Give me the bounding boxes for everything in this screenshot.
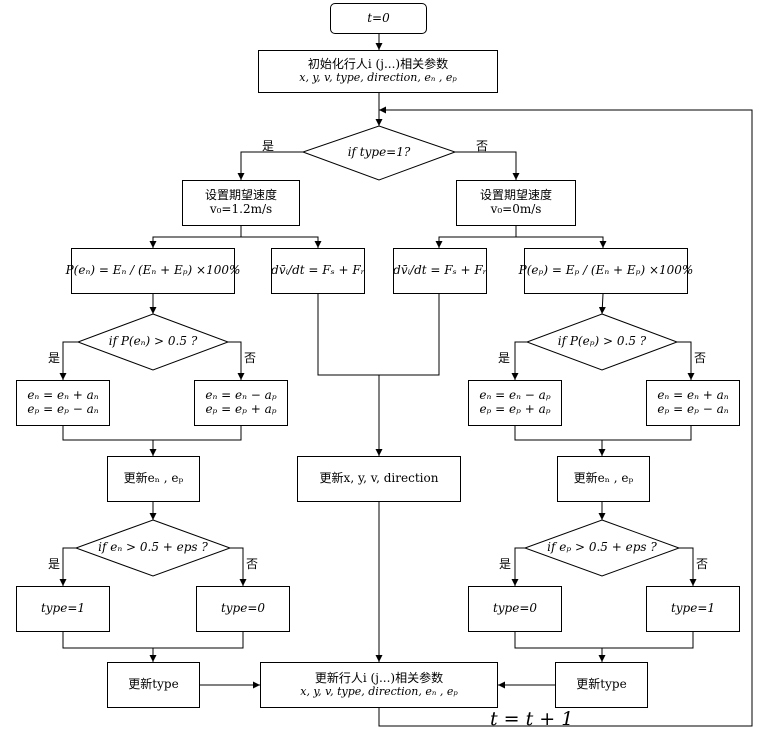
prob-left-formula: P(eₙ) = Eₙ / (Eₙ + Eₚ) ×100% xyxy=(65,263,241,278)
update-d-line2: eₚ = eₚ − aₙ xyxy=(657,402,729,416)
update-type-right-box: 更新type xyxy=(555,662,648,708)
decision-pp: if P(eₚ) > 0.5 ? xyxy=(527,314,677,370)
update-e-right-box: 更新eₙ , eₚ xyxy=(557,456,650,502)
yes-label-en: 是 xyxy=(48,557,61,571)
update-c-box: eₙ = eₙ − aₚ eₚ = eₚ + aₚ xyxy=(468,380,562,426)
no-label-pp: 否 xyxy=(694,351,707,365)
force-left-formula: dv̄ᵢ/dt = Fₛ + Fᵣ xyxy=(271,263,365,278)
decision-ep-label: if eₚ > 0.5 + eps ? xyxy=(547,540,657,555)
init-params-box: 初始化行人i (j...)相关参数 x, y, v, type, directi… xyxy=(258,50,498,93)
set-speed-right-line1: 设置期望速度 xyxy=(479,188,552,203)
final-params-box: 更新行人i (j...)相关参数 x, y, v, type, directio… xyxy=(260,662,498,708)
type1-left-label: type=1 xyxy=(40,601,86,616)
decision-ep: if eₚ > 0.5 + eps ? xyxy=(525,520,679,576)
update-c-line1: eₙ = eₙ − aₚ xyxy=(479,388,551,403)
decision-en-label: if eₙ > 0.5 + eps ? xyxy=(98,540,208,555)
final-line2: x, y, v, type, direction, eₙ , eₚ xyxy=(300,684,458,698)
prob-right-box: P(eₚ) = Eₚ / (Eₙ + Eₚ) ×100% xyxy=(519,248,693,294)
update-type-left-label: 更新type xyxy=(128,677,179,692)
update-a-box: eₙ = eₙ + aₙ eₚ = eₚ − aₙ xyxy=(16,380,110,426)
update-b-line2: eₚ = eₚ + aₚ xyxy=(205,402,277,416)
decision-en: if eₙ > 0.5 + eps ? xyxy=(76,520,230,576)
update-e-right-label: 更新eₙ , eₚ xyxy=(573,471,634,486)
loop-label: t = t + 1 xyxy=(490,708,574,730)
prob-left-box: P(eₙ) = Eₙ / (Eₙ + Eₚ) ×100% xyxy=(66,248,240,294)
force-right-formula: dv̄ᵢ/dt = Fₛ + Fᵣ xyxy=(393,263,487,278)
type1-right-label: type=1 xyxy=(670,601,716,616)
type0-right-label: type=0 xyxy=(492,601,538,616)
set-speed-left-box: 设置期望速度 v₀=1.2m/s xyxy=(182,180,300,226)
update-a-line1: eₙ = eₙ + aₙ xyxy=(27,388,99,403)
type1-right-box: type=1 xyxy=(646,586,740,632)
start-label: t=0 xyxy=(367,10,390,25)
update-type-right-label: 更新type xyxy=(576,677,627,692)
update-d-box: eₙ = eₙ + aₙ eₚ = eₚ − aₙ xyxy=(646,380,740,426)
decision-pn-label: if P(eₙ) > 0.5 ? xyxy=(108,334,198,349)
decision-type: if type=1? xyxy=(303,126,455,180)
update-b-box: eₙ = eₙ − aₚ eₚ = eₚ + aₚ xyxy=(194,380,288,426)
decision-pp-label: if P(eₚ) > 0.5 ? xyxy=(557,334,647,349)
init-line2: x, y, v, type, direction, eₙ , eₚ xyxy=(299,71,457,85)
yes-label-pp: 是 xyxy=(498,351,511,365)
no-label-pn: 否 xyxy=(244,351,257,365)
update-pos-box: 更新x, y, v, direction xyxy=(297,456,461,502)
type0-left-label: type=0 xyxy=(220,601,266,616)
set-speed-right-line2: v₀=0m/s xyxy=(490,202,542,216)
update-c-line2: eₚ = eₚ + aₚ xyxy=(479,402,551,416)
diamond-pn-shape xyxy=(76,313,230,371)
final-line1: 更新行人i (j...)相关参数 xyxy=(314,670,444,685)
update-b-line1: eₙ = eₙ − aₚ xyxy=(205,388,277,403)
update-pos-label: 更新x, y, v, direction xyxy=(319,471,439,486)
update-e-left-label: 更新eₙ , eₚ xyxy=(123,471,184,486)
prob-right-formula: P(eₚ) = Eₚ / (Eₙ + Eₚ) ×100% xyxy=(518,263,694,278)
set-speed-left-line1: 设置期望速度 xyxy=(204,188,277,203)
force-right-box: dv̄ᵢ/dt = Fₛ + Fᵣ xyxy=(393,248,487,294)
diamond-ep-shape xyxy=(523,519,681,577)
init-line1: 初始化行人i (j...)相关参数 xyxy=(307,57,449,72)
decision-pn: if P(eₙ) > 0.5 ? xyxy=(78,314,228,370)
start-node: t=0 xyxy=(330,3,427,34)
diamond-en-shape xyxy=(74,519,232,577)
no-label-type: 否 xyxy=(476,139,489,153)
no-label-en: 否 xyxy=(246,557,259,571)
type0-left-box: type=0 xyxy=(196,586,290,632)
type1-left-box: type=1 xyxy=(16,586,110,632)
type0-right-box: type=0 xyxy=(468,586,562,632)
diamond-pp-shape xyxy=(525,313,679,371)
set-speed-left-line2: v₀=1.2m/s xyxy=(209,202,273,216)
force-left-box: dv̄ᵢ/dt = Fₛ + Fᵣ xyxy=(271,248,365,294)
no-label-ep: 否 xyxy=(696,557,709,571)
yes-label-pn: 是 xyxy=(48,351,61,365)
update-type-left-box: 更新type xyxy=(107,662,200,708)
update-d-line1: eₙ = eₙ + aₙ xyxy=(657,388,729,403)
yes-label-ep: 是 xyxy=(499,557,512,571)
decision-type-label: if type=1? xyxy=(347,145,411,160)
update-e-left-box: 更新eₙ , eₚ xyxy=(107,456,200,502)
yes-label-type: 是 xyxy=(262,139,275,153)
diamond-type-shape xyxy=(301,125,457,181)
update-a-line2: eₚ = eₚ − aₙ xyxy=(27,402,99,416)
set-speed-right-box: 设置期望速度 v₀=0m/s xyxy=(456,180,576,226)
